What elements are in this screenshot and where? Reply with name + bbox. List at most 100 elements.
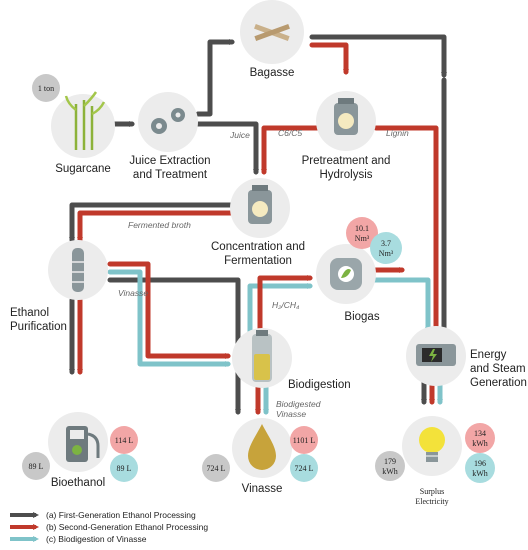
ethanol-label-line1: Ethanol	[10, 307, 49, 319]
gas-tank-icon	[330, 258, 362, 290]
badge-bioethanol-gray: 89 L	[22, 452, 50, 480]
conc-label-line1: Concentration and	[211, 241, 305, 253]
svg-text:724 L: 724 L	[207, 464, 226, 473]
node-surplus-electricity: Surplus Electricity	[402, 416, 462, 506]
ethanol-label-line2: Purification	[10, 321, 67, 333]
droplet-icon	[248, 424, 276, 470]
flow-juice-conc	[195, 121, 259, 175]
node-sugarcane: Sugarcane	[51, 91, 115, 175]
bioethanol-label: Bioethanol	[51, 477, 105, 489]
surplus-label-line1: Surplus	[420, 487, 444, 496]
svg-text:kWh: kWh	[472, 439, 488, 448]
flow-ethanol-vinasse-dark	[107, 277, 241, 415]
lightbulb-icon	[419, 427, 445, 462]
juice-label-line2: and Treatment	[133, 169, 208, 181]
svg-text:89 L: 89 L	[117, 464, 132, 473]
reactor-icon	[334, 98, 358, 135]
surplus-label-line2: Electricity	[415, 497, 448, 506]
svg-text:1 ton: 1 ton	[38, 84, 54, 93]
bagasse-label: Bagasse	[250, 67, 295, 79]
flow-label-biodigested-line2: Vinasse	[276, 409, 306, 419]
flow-lignin	[373, 125, 439, 333]
flow-label-biodigested-line1: Biodigested	[276, 399, 321, 409]
sugarcane-icon	[64, 91, 106, 150]
badge-bioethanol-teal: 89 L	[110, 454, 138, 482]
juice-label-line1: Juice Extraction	[129, 155, 210, 167]
node-biodigestion: Biodigestion	[232, 328, 351, 391]
legend-item-a: (a) First-Generation Ethanol Processing	[10, 510, 196, 520]
flow-label-h2ch4: H₂/CH₄	[272, 300, 300, 310]
flow-bagasse-pretreat	[309, 42, 349, 75]
svg-text:1101 L: 1101 L	[293, 436, 316, 445]
flow-label-c6c5: C6/C5	[278, 128, 302, 138]
fuel-pump-icon	[66, 426, 100, 462]
node-bioethanol: Bioethanol	[48, 412, 108, 489]
svg-text:196: 196	[474, 459, 486, 468]
badge-elec-teal: 196 kWh	[465, 453, 495, 483]
pretreat-label-line2: Hydrolysis	[319, 169, 372, 181]
node-juice: Juice Extraction and Treatment	[129, 92, 211, 181]
badge-input: 1 ton	[32, 74, 60, 102]
sugarcane-label: Sugarcane	[55, 163, 111, 175]
badge-bioethanol-red: 114 L	[110, 426, 138, 454]
svg-text:Nm³: Nm³	[379, 249, 394, 258]
energy-label-line3: Generation	[470, 377, 527, 389]
svg-text:10.1: 10.1	[355, 224, 369, 233]
badge-vinasse-red: 1101 L	[290, 426, 318, 454]
flow-biodig-biogas-red	[257, 275, 313, 335]
conc-label-line2: Fermentation	[224, 255, 292, 267]
biogas-label: Biogas	[344, 311, 379, 323]
legend-item-c: (c) Biodigestion of Vinasse	[10, 534, 147, 544]
column-icon	[72, 248, 84, 292]
svg-text:179: 179	[384, 457, 396, 466]
badge-elec-gray: 179 kWh	[375, 451, 405, 481]
generator-icon	[416, 344, 456, 366]
digester-icon	[252, 330, 272, 382]
node-concentration: Concentration and Fermentation	[211, 178, 305, 267]
svg-text:134: 134	[474, 429, 486, 438]
svg-text:Nm³: Nm³	[355, 234, 370, 243]
flow-ethanol-vinasse-teal	[107, 269, 231, 367]
flow-label-lignin: Lignin	[386, 128, 409, 138]
flow-biodig-biogas-teal	[247, 283, 313, 335]
node-biogas: Biogas	[316, 244, 380, 323]
flow-label-fermented-broth: Fermented broth	[128, 220, 191, 230]
svg-text:89 L: 89 L	[29, 462, 44, 471]
svg-text:(b) Second-Generation Ethanol: (b) Second-Generation Ethanol Processing	[46, 522, 208, 532]
flow-biogas-energy-teal	[371, 277, 431, 333]
svg-text:kWh: kWh	[382, 467, 398, 476]
node-energy: Energy and Steam Generation	[406, 326, 527, 389]
node-pretreatment: Pretreatment and Hydrolysis	[302, 91, 391, 181]
legend-item-b: (b) Second-Generation Ethanol Processing	[10, 522, 208, 532]
gears-icon	[151, 108, 185, 134]
badge-vinasse-teal: 724 L	[290, 454, 318, 482]
svg-text:3.7: 3.7	[381, 239, 391, 248]
flow-label-vinasse: Vinasse	[118, 288, 148, 298]
node-bagasse: Bagasse	[240, 0, 304, 79]
badge-elec-red: 134 kWh	[465, 423, 495, 453]
svg-text:(c) Biodigestion of Vinasse: (c) Biodigestion of Vinasse	[46, 534, 147, 544]
svg-text:114 L: 114 L	[115, 436, 134, 445]
flow-conc-ethanol-dark	[69, 202, 235, 243]
flow-pretreat-conc	[261, 125, 321, 175]
badge-vinasse-gray: 724 L	[202, 454, 230, 482]
pretreat-label-line1: Pretreatment and	[302, 155, 391, 167]
vinasse-label: Vinasse	[242, 483, 283, 495]
node-vinasse: Vinasse	[232, 418, 292, 495]
fermenter-icon	[248, 185, 272, 224]
energy-label-line2: and Steam	[470, 363, 526, 375]
biodigestion-label: Biodigestion	[288, 379, 351, 391]
node-ethanol-purification: Ethanol Purification	[10, 240, 108, 333]
svg-text:724 L: 724 L	[295, 464, 314, 473]
flow-conc-ethanol-red	[77, 210, 235, 243]
badge-biogas-red: 10.1 Nm³	[346, 217, 378, 249]
energy-label-line1: Energy	[470, 349, 507, 361]
svg-text:kWh: kWh	[472, 469, 488, 478]
flow-juice-bagasse	[195, 39, 235, 117]
flow-bagasse-energy	[309, 34, 447, 78]
legend: (a) First-Generation Ethanol Processing …	[10, 510, 208, 544]
badge-biogas-teal: 3.7 Nm³	[370, 232, 402, 264]
flow-label-juice: Juice	[229, 130, 250, 140]
flow-ethanol-vinasse-red	[107, 261, 231, 359]
